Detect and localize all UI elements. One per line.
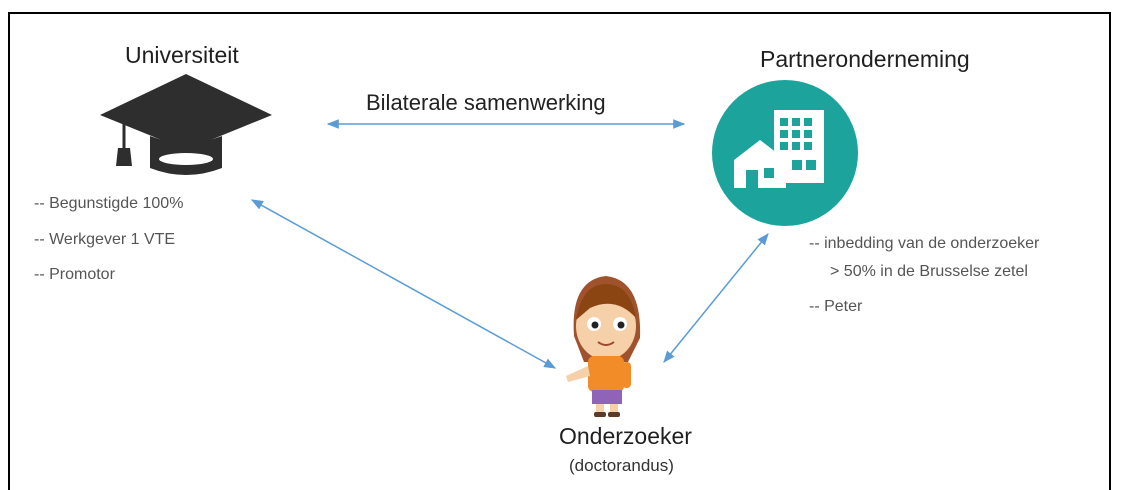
researcher-title: Onderzoeker <box>559 423 692 449</box>
university-item-3: -- Promotor <box>34 266 115 283</box>
university-researcher-arrow <box>250 199 557 369</box>
partner-researcher-arrow <box>663 233 769 363</box>
partner-item-3: -- Peter <box>809 298 863 315</box>
researcher-subtitle: (doctorandus) <box>569 456 674 475</box>
partner-title: Partneronderneming <box>760 46 970 72</box>
researcher-figure <box>566 276 641 417</box>
university-item-2: -- Werkgever 1 VTE <box>34 231 176 248</box>
bilateral-label: Bilaterale samenwerking <box>366 90 606 115</box>
university-item-1: -- Begunstigde 100% <box>34 195 184 212</box>
university-title: Universiteit <box>125 42 239 68</box>
partner-item-2: > 50% in de Brusselse zetel <box>830 263 1028 280</box>
partner-item-1: -- inbedding van de onderzoeker <box>809 235 1040 252</box>
diagram-frame <box>8 12 1111 490</box>
graduation-cap-icon <box>100 74 272 175</box>
building-icon <box>712 80 858 226</box>
